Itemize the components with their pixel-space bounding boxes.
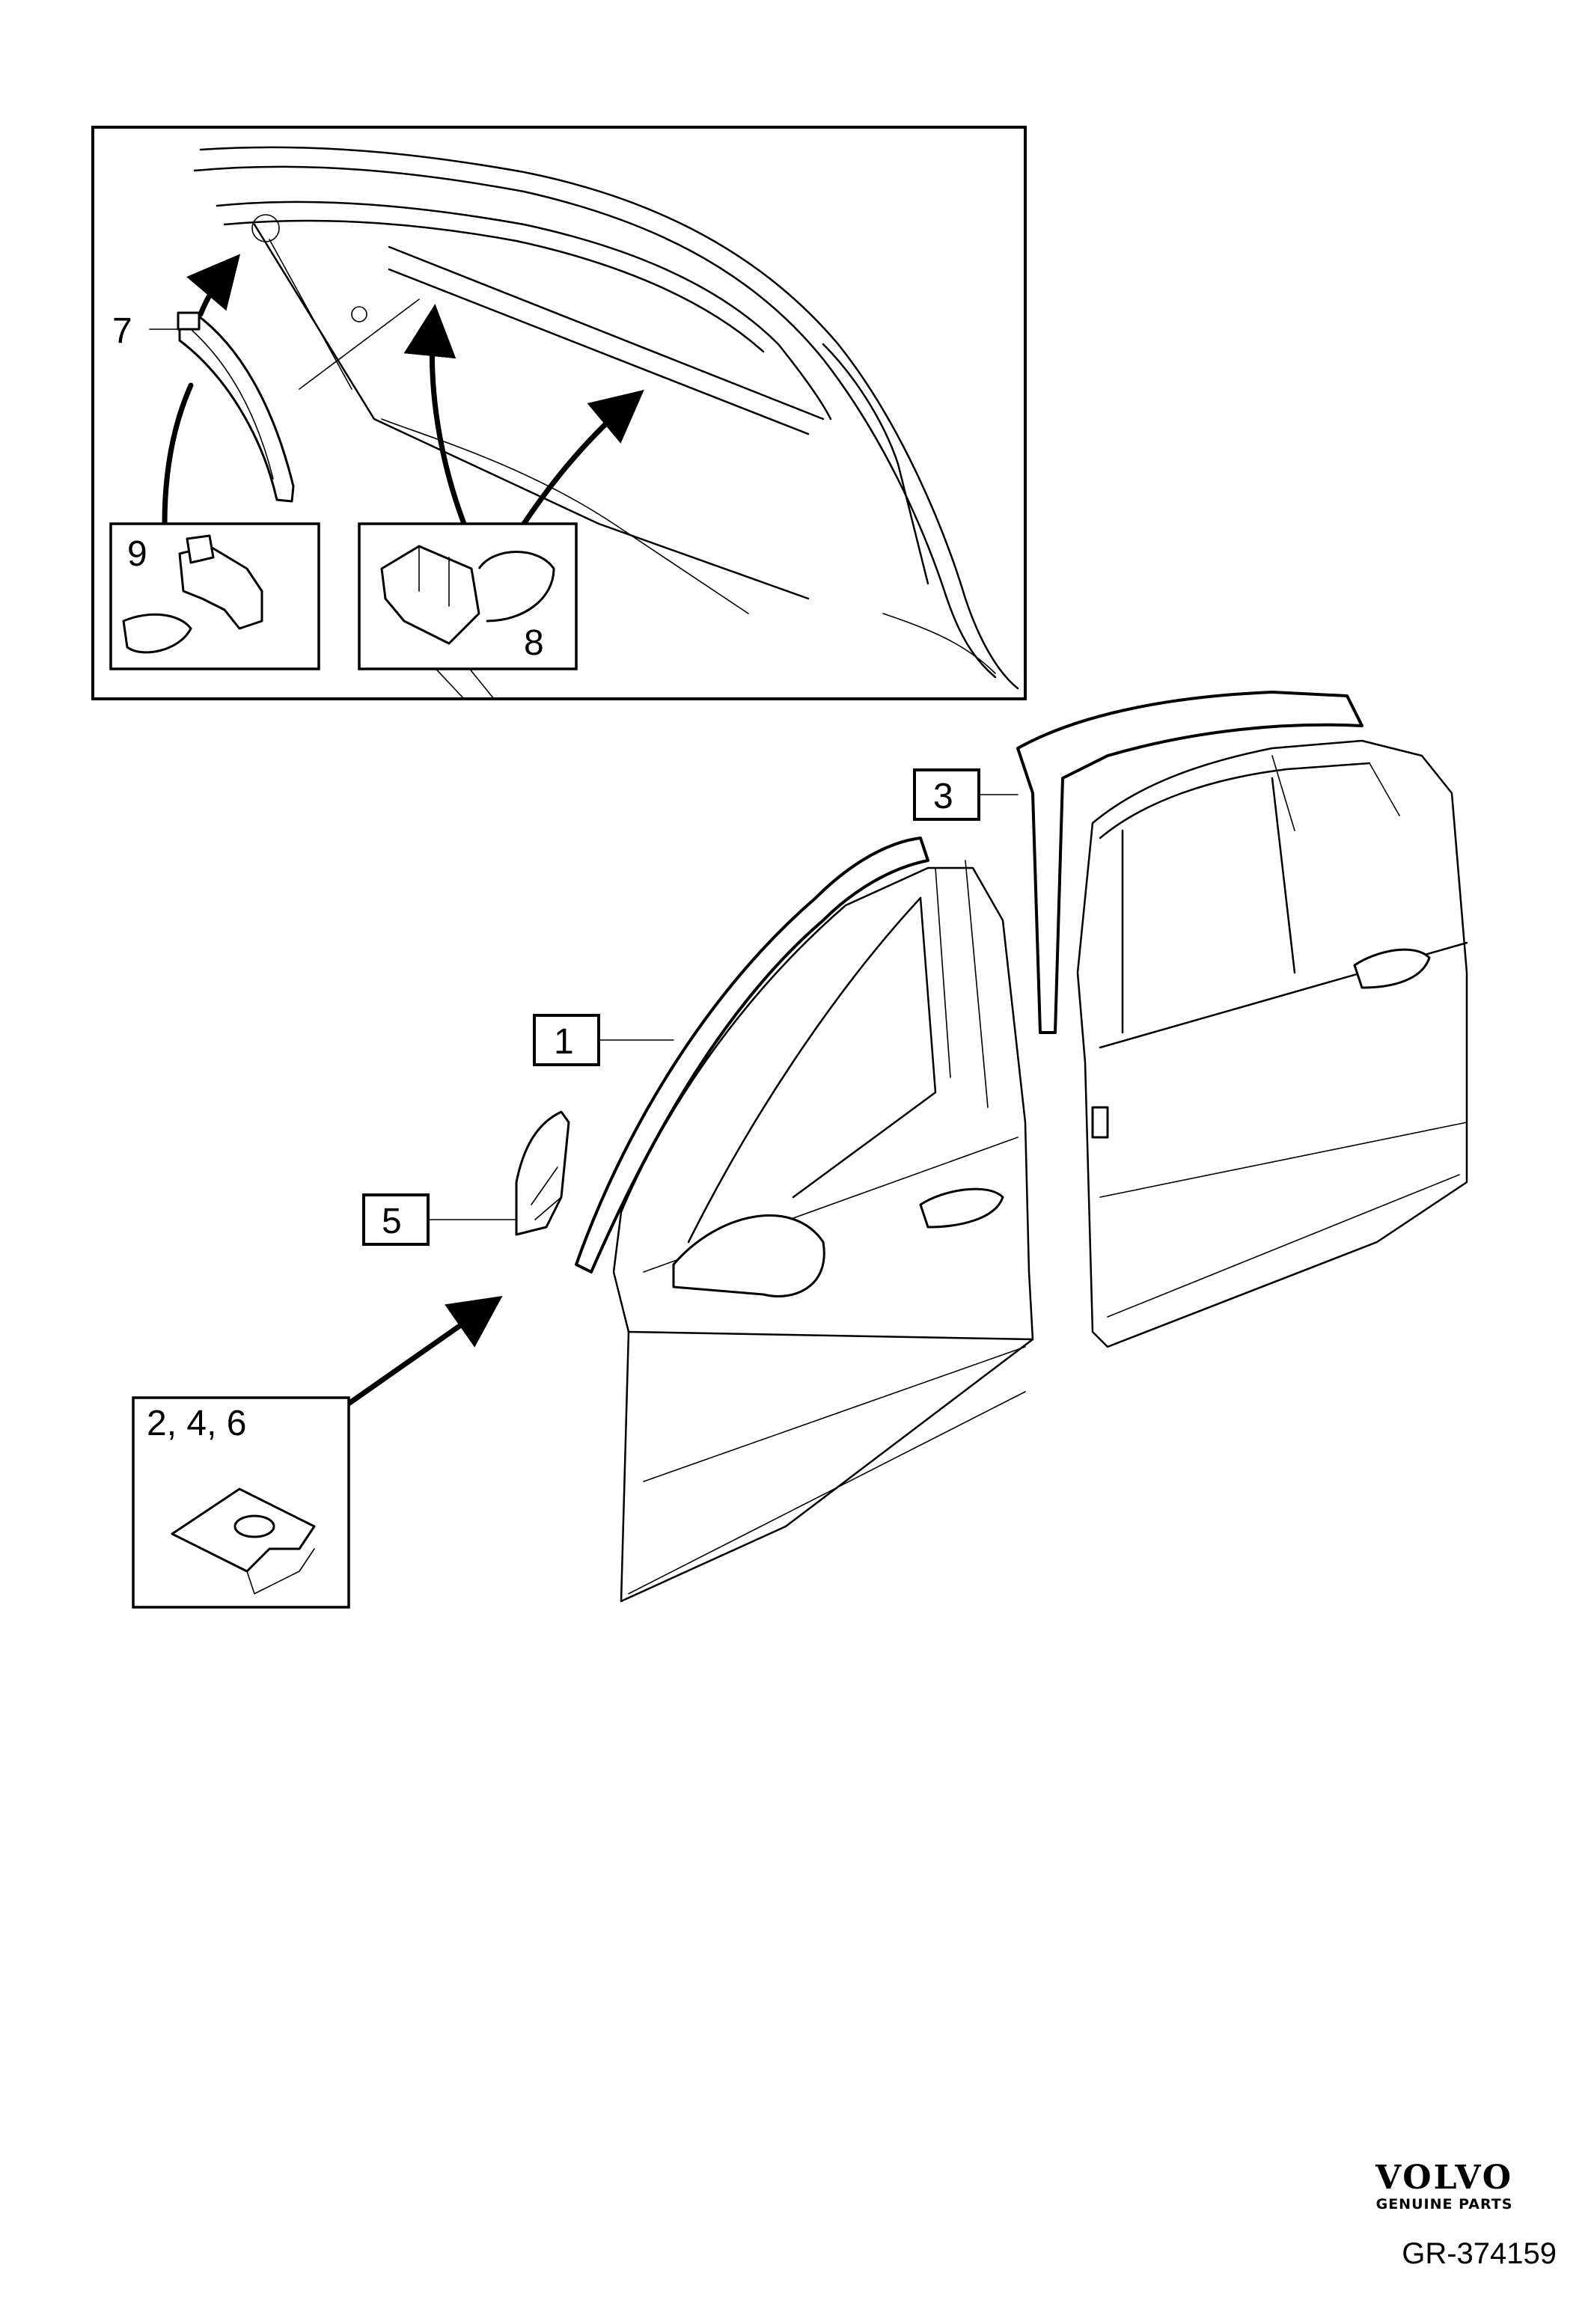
front-door-handle <box>919 1187 1004 1229</box>
arrow-7-to-frame <box>186 254 241 317</box>
callout-2-4-6: 2, 4, 6 <box>147 1404 246 1443</box>
callout-7: 7 <box>112 311 132 351</box>
arrow-clip-to-door <box>341 1295 503 1410</box>
diagram-reference-code: GR-374159 <box>1402 2237 1557 2270</box>
arrow-8-to-frame-a <box>403 304 467 527</box>
part-8-clip <box>380 545 480 645</box>
subpanel-2-4-6: 2, 4, 6 <box>132 1396 350 1609</box>
rear-door-handle <box>1353 948 1431 989</box>
part-7-pillar-trim <box>177 311 295 503</box>
part-5-mirror-cover <box>515 1110 570 1236</box>
part-3-rear-door-seal <box>1016 691 1364 1034</box>
rear-door-latch <box>1091 1106 1109 1139</box>
side-mirror <box>672 1214 825 1297</box>
callout-9: 9 <box>127 534 147 574</box>
volvo-genuine-parts-logo: VOLVO GENUINE PARTS <box>1347 2161 1542 2213</box>
callout-3: 3 <box>933 777 953 816</box>
rear-door-drawing <box>1076 739 1468 1348</box>
callout-3-box: 3 <box>913 768 980 821</box>
subpanel-8: 8 <box>358 522 578 670</box>
callout-1: 1 <box>554 1022 574 1062</box>
brand-tagline: GENUINE PARTS <box>1375 2196 1513 2213</box>
subpanel-9: 9 <box>109 522 320 670</box>
arrow-9-to-7 <box>162 382 194 527</box>
arrow-8-to-frame-b <box>521 390 644 527</box>
part-1-front-door-seal <box>575 837 929 1273</box>
callout-8: 8 <box>524 623 544 663</box>
front-door-drawing <box>612 860 1034 1603</box>
callout-1-box: 1 <box>533 1014 600 1066</box>
inset-detail-panel: 7 9 8 <box>91 126 1027 700</box>
callout-5: 5 <box>382 1202 402 1241</box>
brand-wordmark: VOLVO <box>1375 2159 1514 2197</box>
callout-5-box: 5 <box>362 1193 430 1246</box>
inset-door-frame-drawing <box>193 146 1019 700</box>
part-9-clip <box>178 545 263 630</box>
